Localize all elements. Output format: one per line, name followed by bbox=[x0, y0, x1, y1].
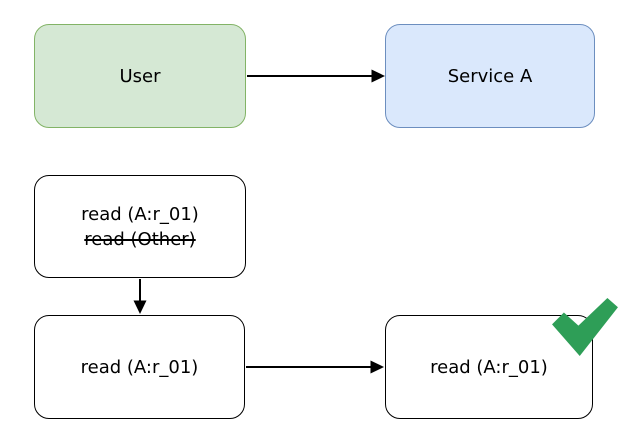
node-request-original-kept-line: read (A:r_01) bbox=[81, 203, 199, 225]
arrow-original-to-filtered bbox=[133, 279, 147, 314]
arrowhead-icon bbox=[133, 300, 147, 314]
node-request-original: read (A:r_01) read (Other) bbox=[34, 175, 246, 278]
node-request-received-label: read (A:r_01) bbox=[430, 356, 548, 378]
node-request-original-struck-line: read (Other) bbox=[84, 228, 196, 250]
node-user-label: User bbox=[119, 65, 161, 87]
node-request-filtered: read (A:r_01) bbox=[34, 315, 245, 419]
node-service-a-label: Service A bbox=[447, 65, 533, 87]
arrow-filtered-to-received bbox=[246, 360, 384, 374]
node-request-received: read (A:r_01) bbox=[385, 315, 593, 419]
node-request-filtered-label: read (A:r_01) bbox=[80, 356, 199, 378]
arrow-user-to-service-a bbox=[247, 69, 385, 83]
node-user: User bbox=[34, 24, 246, 128]
arrowhead-icon bbox=[371, 69, 385, 83]
node-service-a: Service A bbox=[385, 24, 595, 128]
arrowhead-icon bbox=[370, 360, 384, 374]
